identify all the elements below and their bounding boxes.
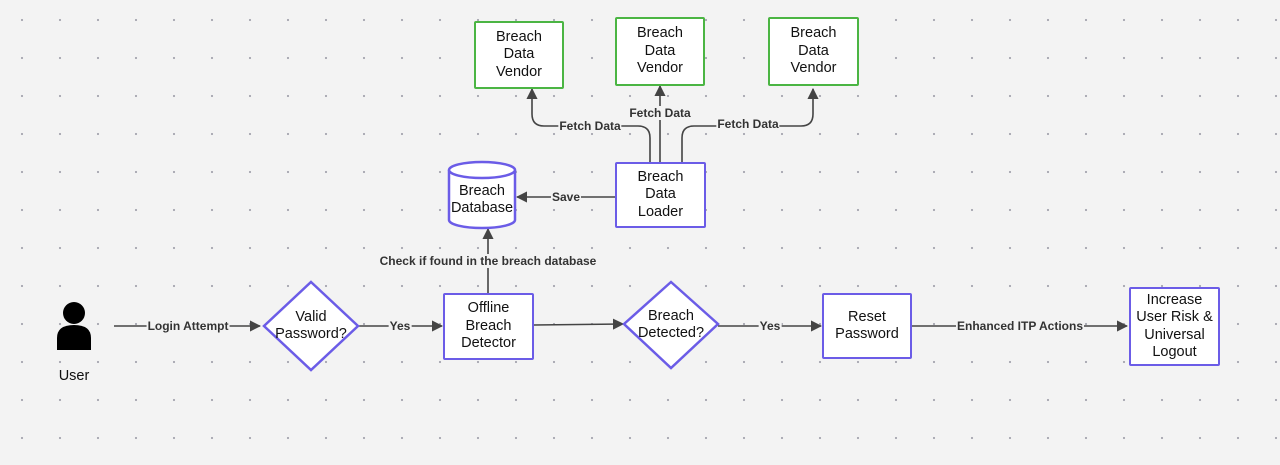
valid-password-diamond [262, 280, 360, 372]
breach-detected-diamond [622, 280, 720, 370]
breach-database-cylinder [447, 160, 517, 230]
breach-data-vendor-node-3[interactable]: Breach Data Vendor [768, 17, 859, 86]
increase-user-risk-node[interactable]: Increase User Risk & Universal Logout [1129, 287, 1220, 366]
edge-to-breach-detected [533, 318, 625, 330]
breach-detected-label: Breach Detected? [637, 307, 705, 342]
offline-breach-detector-node[interactable]: Offline Breach Detector [443, 293, 534, 360]
edge-label-fetch-3: Fetch Data [716, 117, 780, 131]
edge-label-enhanced-itp: Enhanced ITP Actions [955, 319, 1085, 333]
breach-data-loader-node[interactable]: Breach Data Loader [615, 162, 706, 228]
edge-label-save: Save [550, 190, 582, 204]
edge-label-fetch-2: Fetch Data [628, 106, 692, 120]
edge-label-yes-1: Yes [388, 319, 412, 333]
user-icon [57, 302, 91, 350]
reset-password-node[interactable]: Reset Password [822, 293, 912, 359]
breach-data-vendor-node-1[interactable]: Breach Data Vendor [474, 21, 564, 89]
breach-data-vendor-node-2[interactable]: Breach Data Vendor [615, 17, 705, 86]
edge-label-check-db: Check if found in the breach database [378, 254, 598, 268]
edge-label-fetch-1: Fetch Data [558, 119, 622, 133]
breach-database-label: Breach Database [450, 182, 514, 217]
edge-label-login-attempt: Login Attempt [146, 319, 230, 333]
user-label: User [58, 368, 90, 384]
edge-label-yes-2: Yes [758, 319, 782, 333]
valid-password-label: Valid Password? [275, 308, 347, 343]
